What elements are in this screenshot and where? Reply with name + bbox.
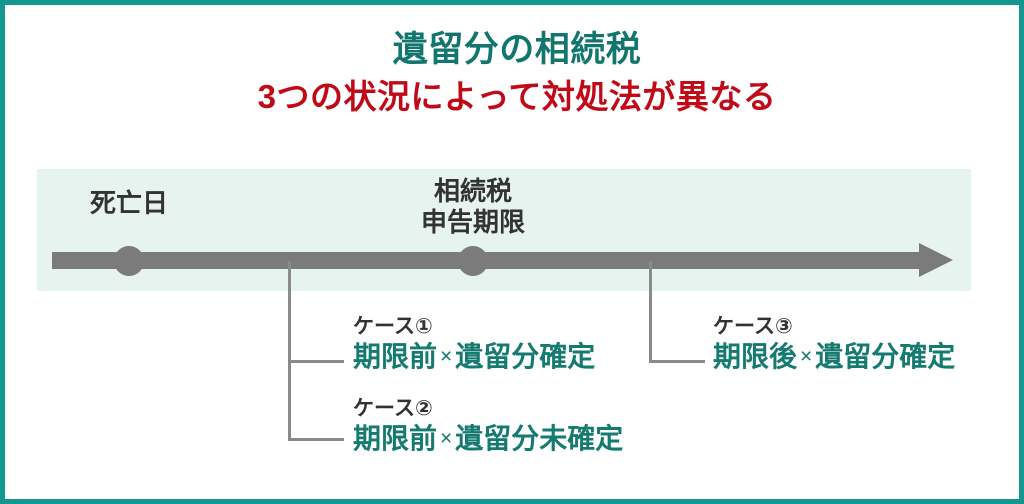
timeline-band	[37, 169, 971, 291]
case-block-1: ケース① 期限前×遺留分確定	[353, 315, 595, 373]
connector-trunk-cases-1-2	[288, 261, 291, 441]
case-3-description: 期限後×遺留分確定	[713, 341, 955, 373]
case-2-suffix: 遺留分未確定	[455, 423, 624, 455]
connector-branch-case-1	[288, 360, 344, 363]
timeline-arrow-icon	[919, 243, 953, 277]
case-1-description: 期限前×遺留分確定	[353, 341, 595, 373]
case-block-3: ケース③ 期限後×遺留分確定	[713, 315, 955, 373]
case-2-prefix: 期限前	[353, 423, 438, 455]
case-1-tag: ケース①	[353, 315, 433, 338]
deadline-text-line2: 申告期限	[420, 206, 525, 237]
connector-trunk-case-3	[649, 261, 652, 360]
case-1-suffix: 遺留分確定	[455, 341, 596, 373]
timeline-marker-deadline-dot	[458, 246, 488, 276]
connector-branch-case-2	[288, 438, 344, 441]
timeline-label-death-date: 死亡日	[49, 188, 209, 219]
case-3-prefix: 期限後	[713, 341, 798, 373]
case-3-suffix: 遺留分確定	[815, 341, 956, 373]
deadline-text-line1: 相続税	[433, 176, 512, 206]
connector-branch-case-3	[649, 360, 705, 363]
case-3-tag: ケース③	[713, 315, 793, 338]
title-block: 遺留分の相続税 3つの状況によって対処法が異なる	[5, 29, 1019, 117]
case-2-description: 期限前×遺留分未確定	[353, 423, 623, 455]
case-3-separator-icon: ×	[800, 345, 813, 369]
death-date-text: 死亡日	[89, 188, 168, 218]
timeline-marker-death-dot	[114, 246, 144, 276]
page-title: 遺留分の相続税	[392, 30, 642, 69]
page-subtitle: 3つの状況によって対処法が異なる	[257, 78, 777, 115]
case-block-2: ケース② 期限前×遺留分未確定	[353, 397, 623, 455]
case-1-separator-icon: ×	[440, 345, 453, 369]
timeline-axis-line	[52, 252, 927, 269]
case-2-tag: ケース②	[353, 397, 433, 420]
case-2-separator-icon: ×	[440, 427, 453, 451]
case-1-prefix: 期限前	[353, 341, 438, 373]
timeline-label-tax-filing-deadline: 相続税 申告期限	[383, 176, 563, 237]
